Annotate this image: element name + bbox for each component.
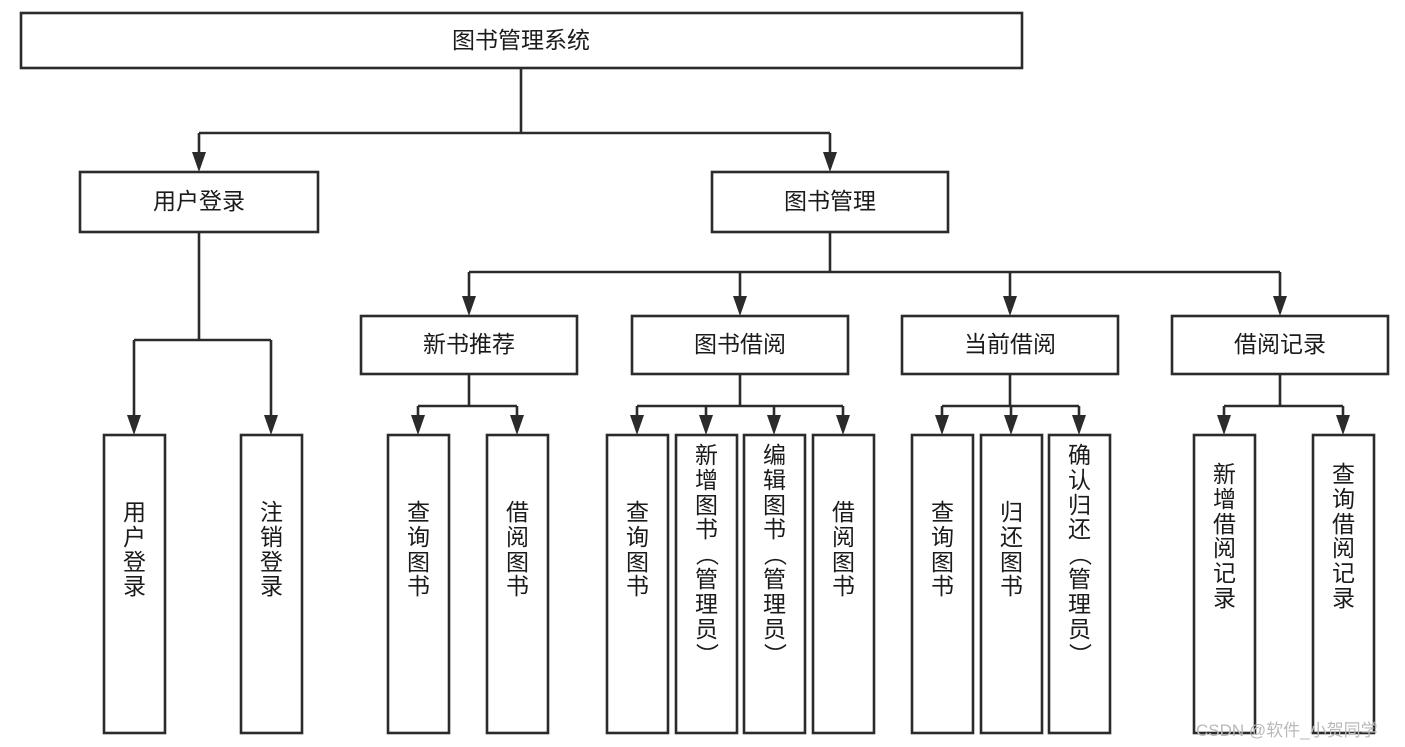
arrow-icon-leaf-query-book-2 — [630, 415, 644, 435]
node-user-login[interactable] — [78, 170, 320, 234]
node-leaf-query-record[interactable] — [1311, 433, 1376, 735]
node-book-borrow[interactable] — [630, 314, 850, 376]
arrow-icon-user-login — [192, 152, 206, 172]
arrow-icon-leaf-add-record — [1217, 415, 1231, 435]
node-book-management[interactable] — [710, 170, 950, 234]
connector-layer — [127, 68, 1350, 435]
node-new-book-recommend-label: 新书推荐 — [423, 331, 515, 357]
node-leaf-borrow-book-2[interactable] — [811, 433, 876, 735]
node-leaf-query-book-3[interactable] — [910, 433, 975, 735]
node-layer: 图书管理系统 用户登录 图书管理 新书推荐 图书借阅 当前借阅 借阅记录 — [19, 11, 1390, 735]
arrow-icon-leaf-borrow-book-2 — [836, 415, 850, 435]
arrow-icon-leaf-borrow-book-1 — [510, 415, 524, 435]
arrow-icon-leaf-query-book-1 — [411, 415, 425, 435]
node-user-login-label: 用户登录 — [153, 188, 245, 214]
arrow-icon-leaf-query-record — [1336, 415, 1350, 435]
arrow-icon-leaf-edit-book — [767, 415, 781, 435]
node-leaf-confirm-return[interactable] — [1047, 433, 1112, 735]
arrow-icon-leaf-return-book — [1004, 415, 1018, 435]
node-borrow-record-label: 借阅记录 — [1234, 331, 1326, 357]
node-current-borrow[interactable] — [900, 314, 1120, 376]
arrow-icon-new-book-recommend — [462, 296, 476, 316]
node-new-book-recommend[interactable] — [359, 314, 579, 376]
node-leaf-add-record[interactable] — [1192, 433, 1257, 735]
arrow-icon-borrow-record — [1273, 296, 1287, 316]
arrow-icon-leaf-user-logout — [264, 415, 278, 435]
arrow-icon-book-management — [823, 152, 837, 172]
arrow-icon-leaf-confirm-return — [1072, 415, 1086, 435]
node-root[interactable] — [19, 11, 1024, 70]
node-leaf-return-book[interactable] — [979, 433, 1044, 735]
node-leaf-user-logout[interactable] — [239, 433, 304, 735]
node-leaf-query-book-2[interactable] — [605, 433, 670, 735]
arrow-icon-leaf-query-book-3 — [935, 415, 949, 435]
node-root-label: 图书管理系统 — [452, 27, 590, 53]
arrow-icon-current-borrow — [1003, 296, 1017, 316]
arrow-icon-book-borrow — [733, 296, 747, 316]
node-book-management-label: 图书管理 — [784, 188, 876, 214]
node-leaf-borrow-book-1[interactable] — [485, 433, 550, 735]
node-leaf-query-book-1[interactable] — [386, 433, 451, 735]
arrow-icon-leaf-add-book — [699, 415, 713, 435]
node-book-borrow-label: 图书借阅 — [694, 331, 786, 357]
node-current-borrow-label: 当前借阅 — [964, 331, 1056, 357]
node-leaf-edit-book[interactable] — [742, 433, 807, 735]
node-borrow-record[interactable] — [1170, 314, 1390, 376]
arrow-icon-leaf-user-login — [127, 415, 141, 435]
node-leaf-user-login[interactable] — [102, 433, 167, 735]
node-leaf-add-book[interactable] — [674, 433, 739, 735]
